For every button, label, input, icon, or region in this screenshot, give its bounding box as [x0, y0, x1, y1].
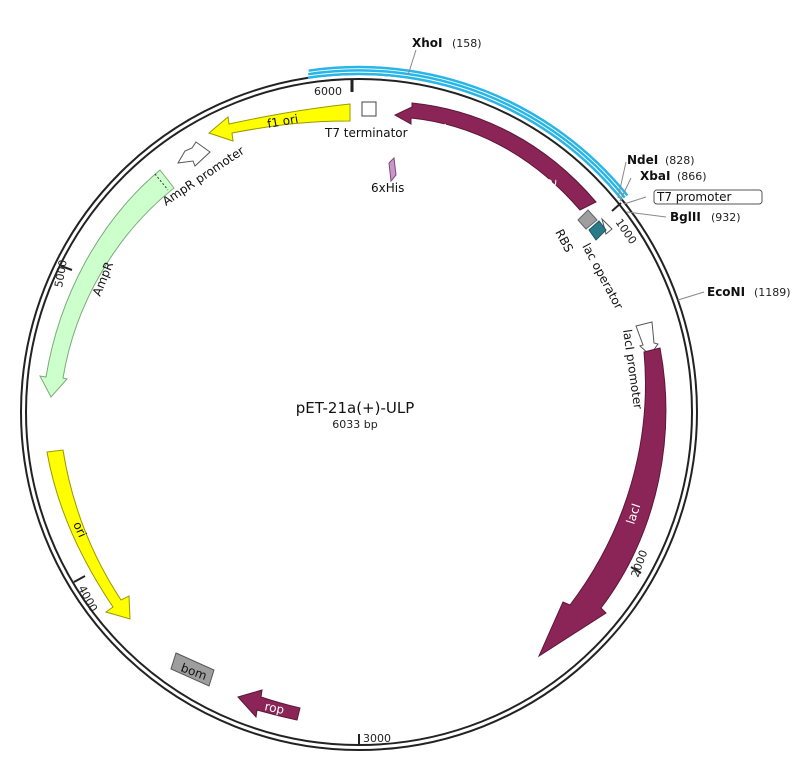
site-bglii[interactable]: BglII (932) — [670, 210, 741, 224]
tick-label-6000: 6000 — [314, 85, 342, 98]
site-pos-ndei: (828) — [665, 154, 695, 167]
site-name-xhoi: XhoI — [412, 36, 443, 50]
site-xhoi[interactable]: XhoI (158) — [412, 36, 482, 50]
site-leaders — [407, 49, 705, 301]
t7-terminator-label: T7 terminator — [324, 126, 408, 140]
site-pos-xbai: (866) — [677, 170, 707, 183]
site-pos-bglii: (932) — [711, 211, 741, 224]
feature-ulp[interactable]: ULP( SUMO protease) — [393, 102, 597, 211]
site-name-xbai: XbaI — [640, 169, 670, 183]
site-name-econi: EcoNI — [707, 285, 745, 299]
ampr-arrow — [39, 169, 175, 398]
t7-terminator-box — [361, 101, 377, 117]
site-xbai[interactable]: XbaI (866) — [640, 169, 707, 183]
plasmid-length: 6033 bp — [332, 418, 377, 431]
tick-marks — [60, 79, 642, 746]
tick-2000 — [630, 566, 642, 574]
ampr-junction-dash — [154, 173, 169, 191]
site-econi[interactable]: EcoNI (1189) — [707, 285, 791, 299]
plasmid-name: pET-21a(+)-ULP — [296, 399, 415, 417]
tick-1000 — [611, 202, 622, 212]
t7-promoter-arrow — [601, 217, 613, 235]
rop-label: rop — [263, 699, 285, 717]
plasmid-title-block: pET-21a(+)-ULP 6033 bp — [296, 399, 415, 431]
tick-label-1000: 1000 — [613, 216, 640, 246]
lac-operator-box — [588, 220, 607, 241]
laci-arrow — [537, 347, 667, 658]
site-ndei[interactable]: NdeI (828) — [627, 153, 695, 167]
site-name-ndei: NdeI — [627, 153, 658, 167]
feature-ori[interactable]: ori — [46, 449, 131, 620]
ampr-promoter-arrow — [177, 141, 211, 167]
tick-5000 — [60, 265, 73, 271]
tick-label-3000: 3000 — [363, 732, 391, 745]
feature-laci[interactable]: lacI — [537, 347, 667, 658]
rbs-box — [577, 209, 598, 230]
lac-operator-label: lac operator — [579, 241, 626, 312]
tick-label-5000: 5000 — [52, 259, 70, 289]
ulp-arrow — [393, 102, 597, 211]
rop-arrow — [237, 689, 301, 721]
feature-f1-ori[interactable]: f1 ori — [207, 103, 351, 142]
ori-label: ori — [70, 520, 89, 540]
tick-4000 — [73, 575, 86, 583]
insert-highlight[interactable] — [307, 65, 629, 201]
ori-arrow — [46, 449, 131, 620]
site-pos-xhoi: (158) — [452, 37, 482, 50]
tick-label-4000: 4000 — [75, 583, 100, 614]
feature-6xhis[interactable]: 6xHis — [371, 156, 404, 195]
feature-lac-operator[interactable]: lac operator — [579, 220, 626, 312]
his-tag-box — [388, 156, 397, 183]
feature-t7-terminator[interactable]: T7 terminator — [324, 101, 408, 140]
f1-ori-arrow — [207, 103, 351, 142]
rbs-label: RBS — [552, 227, 576, 255]
laci-label: lacI — [624, 502, 644, 526]
feature-ampr-promoter[interactable]: AmpR promoter — [160, 141, 247, 208]
his-tag-label: 6xHis — [371, 181, 404, 195]
feature-t7-promoter[interactable]: T7 promoter — [601, 189, 763, 235]
bom-box — [170, 652, 215, 687]
site-name-bglii: BglII — [670, 210, 701, 224]
t7-promoter-box — [653, 189, 763, 205]
site-pos-econi: (1189) — [754, 286, 791, 299]
feature-rop[interactable]: rop — [237, 689, 301, 721]
feature-bom[interactable]: bom — [170, 652, 215, 687]
t7-promoter-label: T7 promoter — [656, 190, 732, 204]
f1-ori-label: f1 ori — [266, 112, 299, 131]
